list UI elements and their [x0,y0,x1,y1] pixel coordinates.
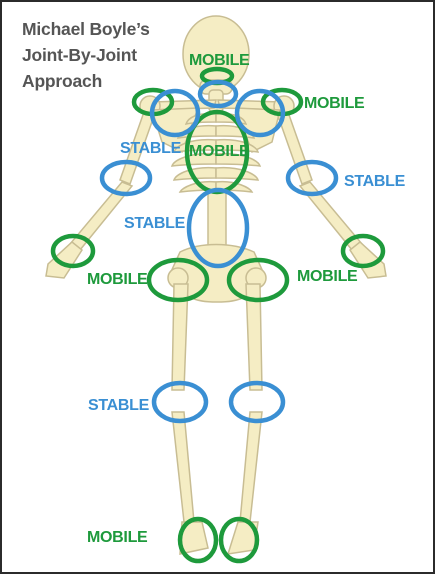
label-knee-stable: STABLE [88,397,150,414]
label-hip-left-mobile: MOBILE [87,271,148,288]
ring-lumbar-stable [186,187,250,269]
ring-wrist-right-mobile [340,233,386,269]
ring-scapula-left-stable [149,88,201,138]
ring-hip-left-mobile [146,257,210,303]
label-shoulder-mobile: MOBILE [304,95,365,112]
label-elbow-left-stable: STABLE [120,140,182,157]
ring-ankle-right-mobile [218,516,260,564]
title-line-2: Joint-By-Joint [22,45,137,65]
ring-knee-left-stable [151,380,209,424]
tibia-left [171,411,195,523]
ring-elbow-right-stable [285,159,339,197]
tibia-right [239,411,263,523]
femur-right [245,283,263,391]
hand-left [45,241,83,279]
label-lumbar-stable: STABLE [124,215,186,232]
label-neck-mobile: MOBILE [189,52,250,69]
label-ankle-mobile: MOBILE [87,529,148,546]
diagram-title: Michael Boyle’s Joint-By-Joint Approach [22,16,150,94]
ring-wrist-left-mobile [50,233,96,269]
ring-cervical-stable [197,79,239,109]
ring-hip-right-mobile [226,257,290,303]
ring-scapula-right-stable [234,88,286,138]
title-line-1: Michael Boyle’s [22,19,150,39]
ring-elbow-left-stable [99,159,153,197]
femur-left [171,283,189,391]
label-thoracic-mobile: MOBILE [189,143,250,160]
ring-ankle-left-mobile [177,516,219,564]
skeleton [45,15,387,555]
label-elbow-right-stable: STABLE [344,173,406,190]
ring-knee-right-stable [228,380,286,424]
label-hip-right-mobile: MOBILE [297,268,358,285]
title-line-3: Approach [22,71,103,91]
joint-rings [50,66,386,564]
